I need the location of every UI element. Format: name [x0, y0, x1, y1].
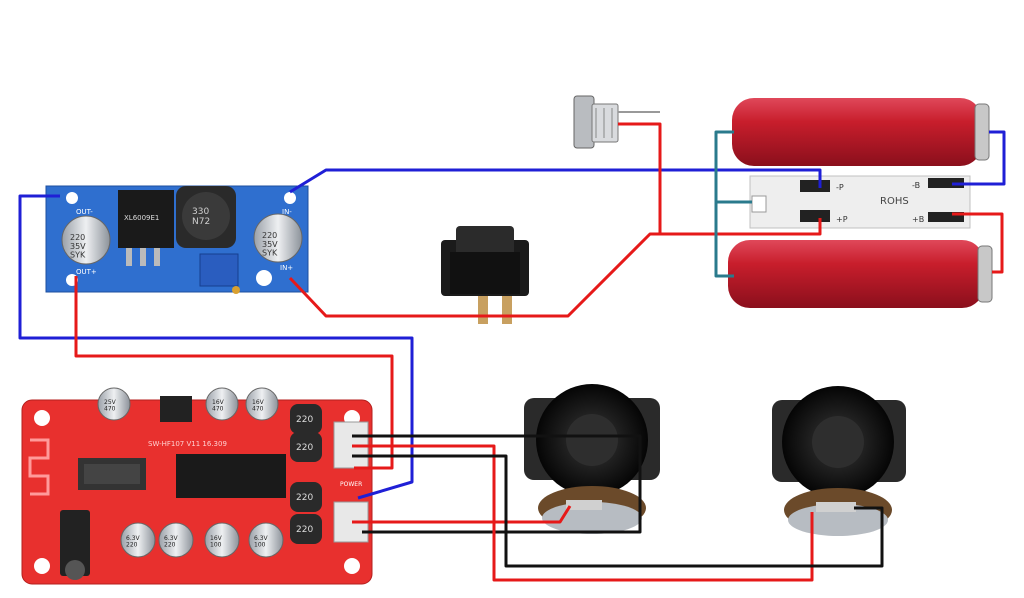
amp-power-label: POWER: [340, 481, 362, 488]
wire-red-bms-b-plus: [952, 212, 1004, 274]
wire-blue-bms-b-minus: [952, 130, 1006, 186]
wire-black-left-spk: [352, 434, 642, 534]
rocker-switch: [441, 226, 529, 324]
wire-red-in-plus: [288, 276, 504, 318]
buck-out-plus-label: OUT+: [76, 268, 97, 276]
bms-board: ROHS -P +P -B +B: [749, 175, 971, 229]
amp-inductor-1: 220: [296, 415, 313, 425]
speaker-right: [772, 386, 906, 536]
wire-red-dc-jack: [618, 122, 662, 234]
battery-top: [732, 98, 990, 166]
buck-in-plus-label: IN+: [280, 264, 293, 272]
amp-model-label: SW-HF107 V11 16.309: [148, 440, 227, 448]
battery-bottom: [728, 240, 993, 308]
bms-b-plus: +B: [912, 215, 924, 224]
amp-inductor-3: 220: [296, 493, 313, 503]
wire-red-right-spk: [352, 444, 814, 582]
bms-p-minus: -P: [836, 183, 844, 192]
wire-teal-battery-left: [714, 130, 734, 278]
wire-red-switch: [504, 218, 822, 318]
wires: [18, 122, 1006, 582]
buck-in-minus-label: IN-: [282, 208, 292, 216]
amp-inductor-4: 220: [296, 525, 313, 535]
wire-red-out-plus: [74, 276, 394, 470]
dc-jack: [573, 95, 660, 149]
speaker-left: [524, 384, 660, 534]
wire-red-left-spk: [352, 505, 572, 524]
wire-blue-out-minus: [18, 194, 414, 500]
bms-label: ROHS: [880, 196, 909, 207]
amp-inductor-2: 220: [296, 443, 313, 453]
bms-b-minus: -B: [912, 181, 920, 190]
buck-out-minus-label: OUT-: [76, 208, 93, 216]
wire-black-right-spk: [352, 454, 884, 568]
wire-blue-in-minus: [289, 168, 822, 194]
bms-p-plus: +P: [836, 215, 848, 224]
buck-chip-label: XL6009E1: [124, 214, 159, 222]
